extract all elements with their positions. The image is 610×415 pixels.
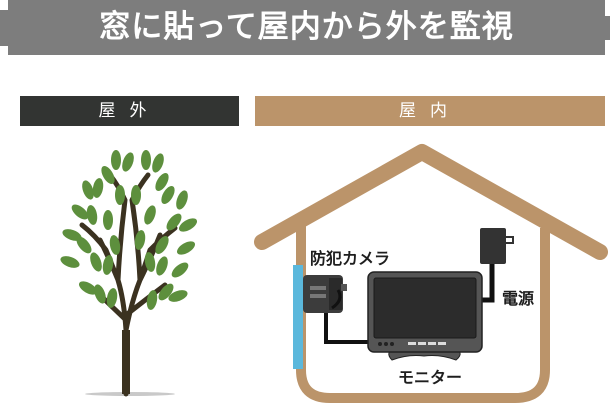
outdoor-label: 屋外 [20, 96, 239, 126]
camera-label: 防犯カメラ [310, 249, 391, 268]
page-title: 窓に貼って屋内から外を監視 [99, 9, 514, 45]
monitor-icon [367, 271, 483, 361]
title-banner [8, 0, 605, 55]
power-label: 電源 [502, 289, 535, 308]
indoor-label: 屋内 [255, 96, 605, 126]
security-camera-icon [303, 275, 347, 313]
power-adapter-icon [480, 228, 514, 264]
house-icon [254, 144, 608, 403]
camera-cable [324, 313, 372, 344]
banner-notch-left [0, 10, 8, 46]
window-glass [293, 265, 303, 369]
tree-icon [60, 150, 198, 397]
monitor-label: モニター [398, 368, 463, 387]
banner-notch-right [605, 16, 610, 40]
